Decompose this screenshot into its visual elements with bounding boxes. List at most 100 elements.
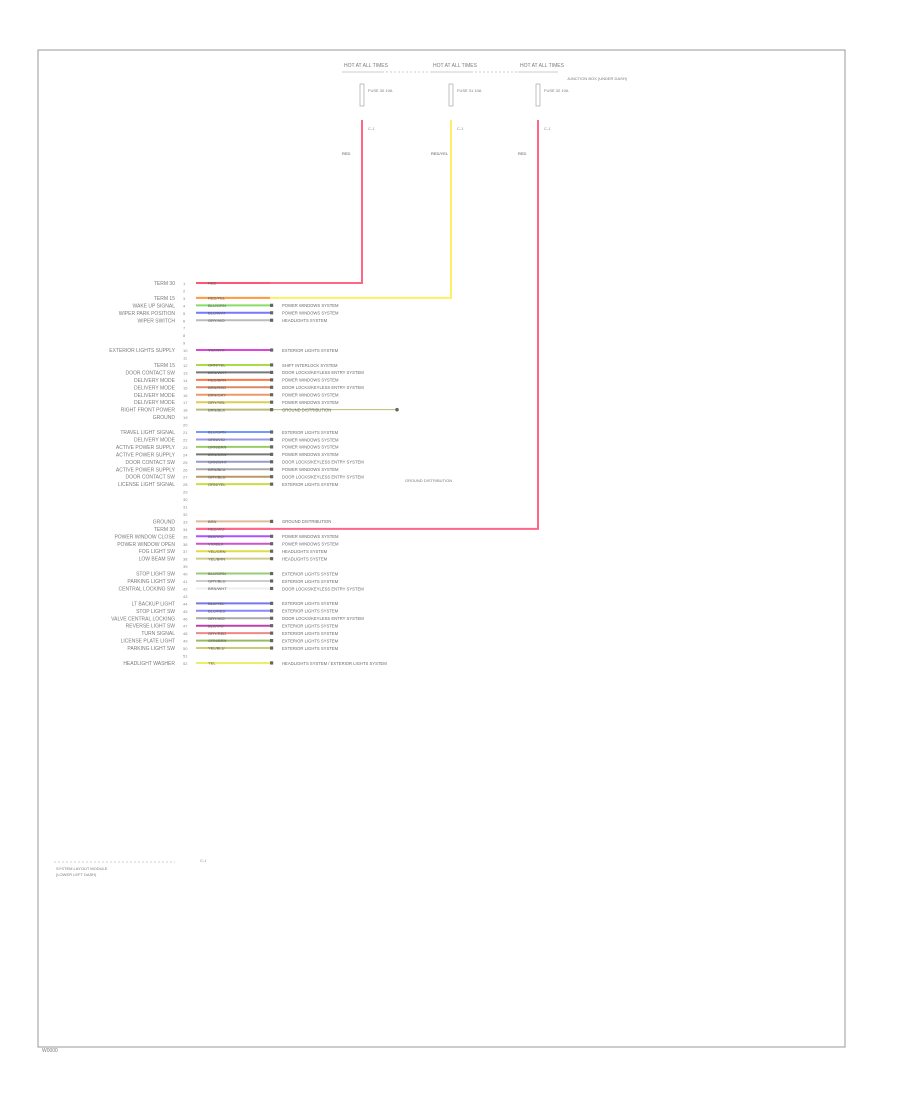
pin-number: 50 [183, 646, 188, 651]
pin-number: 51 [183, 654, 188, 659]
pin-number: 29 [183, 490, 188, 495]
pin-function-label: REVERSE LIGHT SW [126, 624, 176, 630]
pin-number: 48 [183, 631, 188, 636]
pin-function-label: CENTRAL LOCKING SW [119, 586, 176, 592]
connector-terminal-icon [270, 571, 274, 576]
connector-terminal-icon [270, 542, 274, 546]
wire-destination: POWER WINDOWS SYSTEM [282, 393, 339, 398]
wire-destination: EXTERIOR LIGHTS SYSTEM [282, 482, 339, 487]
wire-color-code: BLU/YEL [208, 601, 225, 606]
pin-function-label: WIPER SWITCH [138, 318, 176, 324]
wire-color-code: GRY/VIO [208, 616, 225, 621]
wire-color-code: YEL/GRN [208, 549, 226, 554]
fuse-icon [359, 83, 365, 107]
pin-function-label: ACTIVE POWER SUPPLY [116, 445, 176, 451]
pin-number: 2 [183, 288, 186, 293]
connector-terminal-icon [270, 661, 274, 665]
pin-number: 30 [183, 497, 188, 502]
wire-color-code: BRN/GRN [208, 452, 227, 457]
fuse-connector-label: C-1 [368, 126, 375, 131]
wire-destination: GROUND DISTRIBUTION [282, 407, 331, 412]
wire-color-code: BLK/VIO [208, 623, 224, 628]
term30-feed-wire [196, 120, 363, 284]
wire-color-code: BLU/GRN [208, 571, 226, 576]
wire-destination: EXTERIOR LIGHTS SYSTEM [282, 348, 339, 353]
connector-terminal-icon [270, 370, 274, 374]
connector-terminal-icon [270, 363, 274, 367]
pin-number: 19 [183, 415, 188, 420]
pin-number: 13 [183, 370, 188, 375]
connector-terminal-icon [270, 467, 274, 471]
pin-function-label: PARKING LIGHT SW [127, 646, 175, 652]
wire-color-code: GRN/VIO [208, 437, 225, 442]
pin-number: 3 [183, 296, 186, 301]
wire-color-code: GRN/BRN [208, 638, 227, 643]
connector-terminal-icon [270, 460, 274, 464]
pin-function-label: WAKE UP SIGNAL [132, 303, 175, 309]
pin-function-label: VALVE CENTRAL LOCKING [111, 616, 175, 622]
pin-number: 49 [183, 639, 188, 644]
pin-number: 14 [183, 378, 188, 383]
fuse-rating: FUSE 32 10A [544, 88, 569, 93]
pin-number: 45 [183, 609, 188, 614]
pin-number: 10 [183, 348, 188, 353]
wire-color-code: GRY/VIO [208, 318, 225, 323]
fuse-icon [535, 83, 541, 107]
wire-color-code: RED/YEL [208, 296, 226, 301]
connector-terminal-icon [270, 408, 274, 412]
wire-destination: EXTERIOR LIGHTS SYSTEM [282, 624, 339, 629]
wire-color-code: GRN/WHT [208, 459, 228, 464]
pin-number: 23 [183, 445, 188, 450]
pin-number: 31 [183, 505, 188, 510]
wire-destination: HEADLIGHTS SYSTEM / EXTERIOR LIGHTS SYST… [282, 661, 387, 666]
wire-destination: HEADLIGHTS SYSTEM [282, 556, 328, 561]
pin-function-label: TURN SIGNAL [141, 631, 175, 637]
pin-number: 35 [183, 534, 188, 539]
pin-number: 25 [183, 460, 188, 465]
pin-function-label: DELIVERY MODE [134, 385, 176, 391]
connector-terminal-icon [270, 303, 274, 307]
wire-destination: DOOR LOCKS/KEYLESS ENTRY SYSTEM [282, 370, 364, 375]
wire-color-code: VIO/BLK [208, 541, 224, 546]
pin-function-label: GROUND [153, 415, 176, 421]
connector-terminal-icon [270, 616, 274, 620]
pin-number: 52 [183, 661, 188, 666]
wire-destination: HEADLIGHTS SYSTEM [282, 549, 328, 554]
pin-function-label: RIGHT FRONT POWER [121, 408, 176, 414]
pin-number: 6 [183, 318, 186, 323]
wire-color-code: BRN/RED [208, 385, 226, 390]
fuse-connector-label: C-1 [457, 126, 464, 131]
connector-terminal-icon [270, 639, 274, 643]
connector-terminal-icon [270, 609, 274, 613]
connector-terminal-icon [270, 311, 274, 315]
fuse-icon [448, 83, 454, 107]
fuse-wire-label: RED [518, 151, 527, 156]
pin-function-label: DOOR CONTACT SW [125, 460, 175, 466]
pin-number: 33 [183, 519, 188, 524]
wire-destination: EXTERIOR LIGHTS SYSTEM [282, 631, 339, 636]
connector-terminal-icon [270, 475, 274, 479]
wire-color-code: BLU/GRN [208, 430, 226, 435]
wire-destination: HEADLIGHTS SYSTEM [282, 318, 328, 323]
pin-number: 41 [183, 579, 188, 584]
wire-color-code: GRY/RED [208, 631, 226, 636]
ground-label: GROUND DISTRIBUTION [405, 478, 452, 483]
pin-function-label: TERM 15 [154, 296, 175, 302]
pin-number: 8 [183, 333, 186, 338]
pin-function-label: STOP LIGHT SW [136, 572, 175, 578]
wire-color-code: GRY/BLU [208, 474, 226, 479]
wire-color-code: RED [208, 281, 217, 286]
connector-terminal-icon [270, 549, 274, 553]
wire-destination: DOOR LOCKS/KEYLESS ENTRY SYSTEM [282, 616, 364, 621]
pin-number: 4 [183, 303, 186, 308]
fuse-connector-label: C-1 [544, 126, 551, 131]
ground-splice-icon [395, 407, 399, 412]
wire-color-code: VIO/WHT [208, 348, 226, 353]
pin-number: 27 [183, 475, 188, 480]
pin-number: 47 [183, 624, 188, 629]
pin-function-label: STOP LIGHT SW [136, 609, 175, 615]
wire-destination: POWER WINDOWS SYSTEM [282, 437, 339, 442]
wire-color-code: YEL/BLU [208, 646, 225, 651]
wire-destination: EXTERIOR LIGHTS SYSTEM [282, 609, 339, 614]
